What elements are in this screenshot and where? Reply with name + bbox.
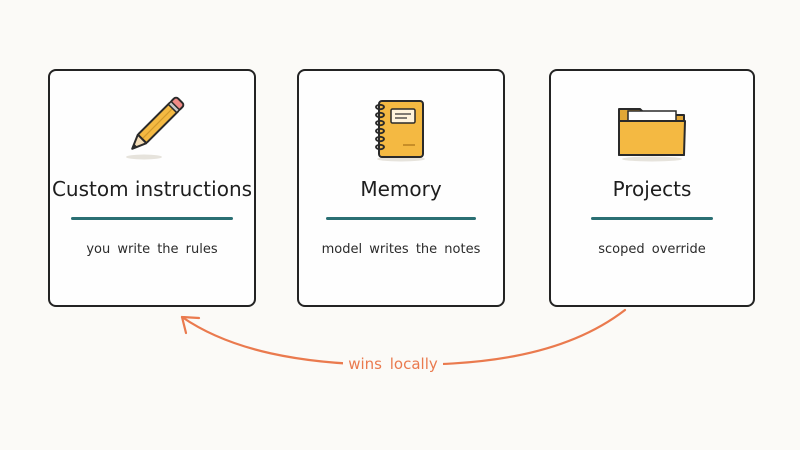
card-title: Custom instructions xyxy=(51,177,253,201)
arrow-label: wins locally xyxy=(343,355,443,373)
card-title: Projects xyxy=(612,177,692,201)
title-underline xyxy=(591,217,713,220)
card-subtitle: model writes the notes xyxy=(321,242,481,257)
card-projects: Projects scoped override xyxy=(549,69,755,307)
folder-icon xyxy=(614,95,690,165)
card-custom-instructions: Custom instructions you write the rules xyxy=(48,69,256,307)
notebook-icon xyxy=(363,95,439,165)
card-subtitle: scoped override xyxy=(598,242,706,257)
card-subtitle: you write the rules xyxy=(86,242,218,257)
title-underline xyxy=(326,217,476,220)
card-title: Memory xyxy=(360,177,442,201)
arrow-head xyxy=(180,315,201,335)
card-memory: Memory model writes the notes xyxy=(297,69,505,307)
pencil-icon xyxy=(114,95,190,165)
title-underline xyxy=(71,217,233,220)
